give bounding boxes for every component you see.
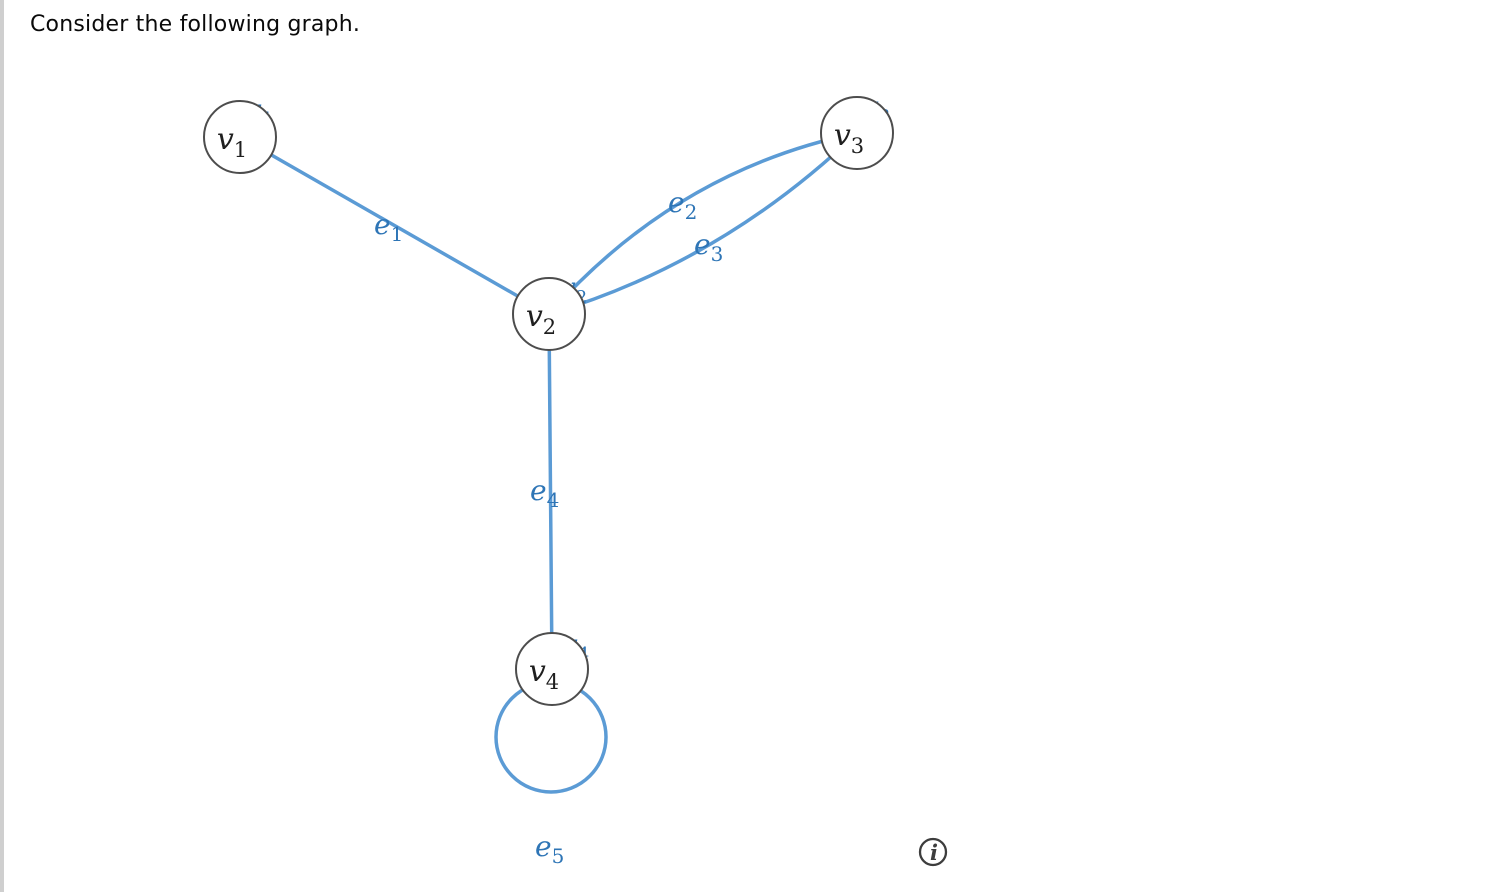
graph-edges [238,131,859,794]
page-title: Consider the following graph. [30,12,361,37]
vertex-v3-circle [820,96,894,170]
edge-labels: e1 e2 e3 e4 e5 [374,186,723,868]
vertex-v4-circle [515,632,589,706]
vertex-label-v3: v3 [834,118,864,158]
left-border-divider [0,0,4,892]
vertex-label-v4: v4 [529,654,559,694]
vertex-circles [203,96,894,706]
vertex-label-v2: v2 [526,299,556,339]
edge-label-e2: e2 [668,186,697,224]
vertex-shadow-labels: v1 v2 v3 v4 [247,92,890,665]
edge-label-e5: e5 [535,830,564,868]
edge-label-e3: e3 [694,228,723,266]
vertex-v2-circle [512,277,586,351]
edge-e2 [547,131,859,316]
edge-e1 [238,135,551,316]
info-icon-circle[interactable] [918,837,948,867]
vertex-v1-circle [203,100,277,174]
edge-e3 [547,131,859,316]
vertex-label-v1: v1 [217,122,247,162]
edge-label-e4: e4 [530,474,559,512]
info-icon-glyph: i [930,840,938,865]
edge-label-e1: e1 [374,208,403,246]
info-icon[interactable]: i [918,837,948,867]
edge-e4 [547,312,554,671]
vertex-labels: v1 v2 v3 v4 [217,118,864,694]
